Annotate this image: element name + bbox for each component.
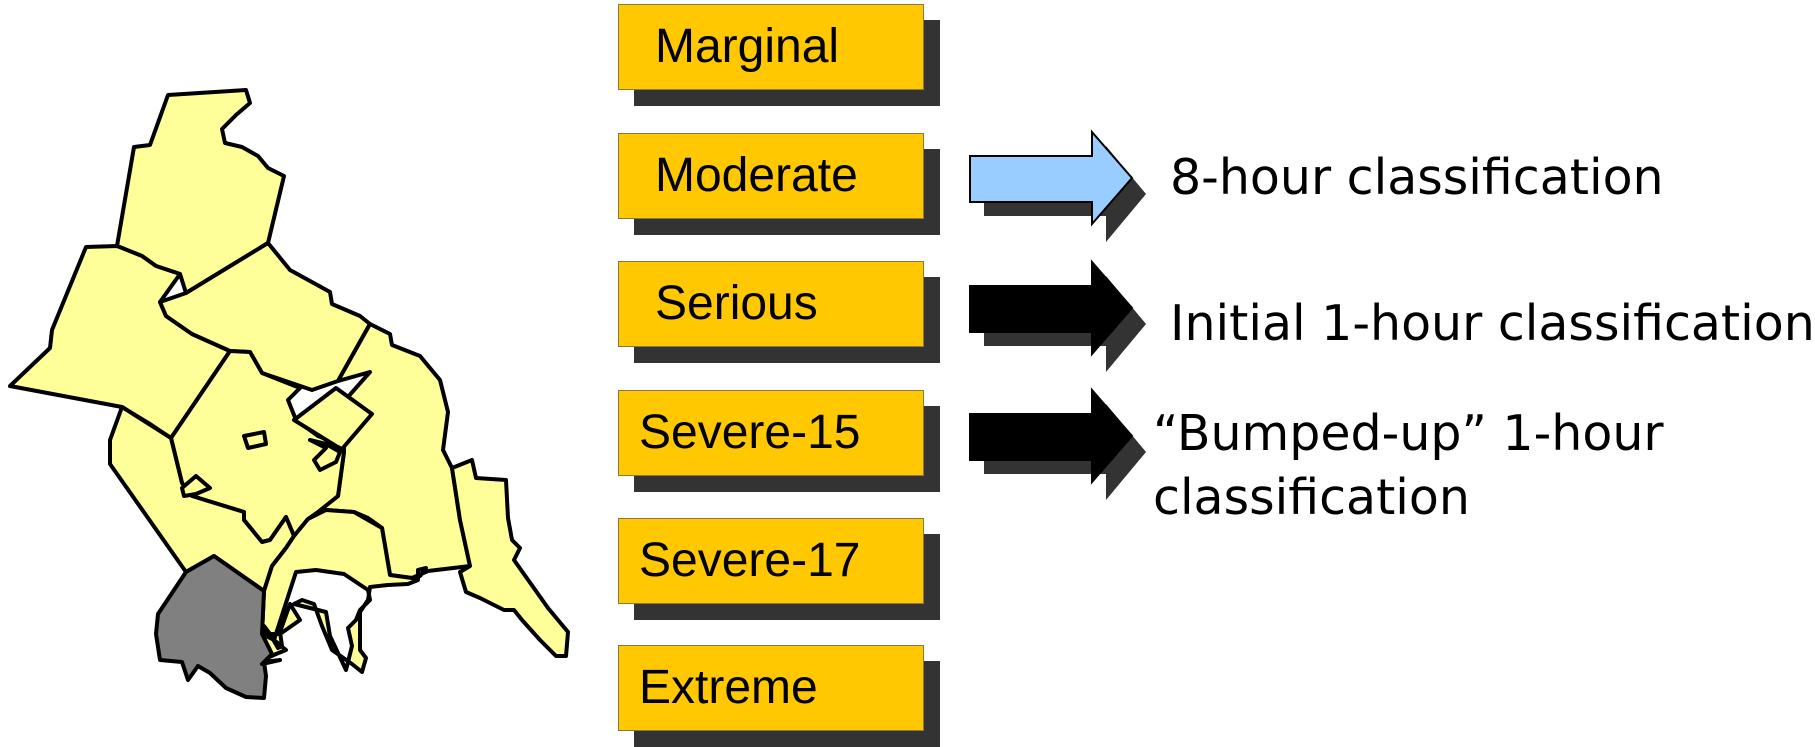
box-label: Marginal (618, 4, 924, 90)
box-label: Severe-15 (618, 390, 924, 476)
arrow-body (969, 129, 1134, 227)
arrow-right-icon-initial (969, 259, 1146, 372)
arrow-right-icon-8hour (969, 129, 1146, 242)
county-enclave-3 (180, 474, 212, 498)
arrow-right-icon-bumped (969, 387, 1146, 500)
county-enclave-4 (308, 438, 342, 472)
classification-marginal: Marginal (618, 4, 940, 106)
label-8hour: 8-hour classification (1170, 149, 1664, 206)
box-label: Severe-17 (618, 518, 924, 604)
county-south-central (252, 508, 428, 674)
label-bumped-up-line1: “Bumped-up” 1-hour (1153, 405, 1664, 462)
arrow-body (969, 387, 1134, 485)
box-label: Extreme (618, 645, 924, 731)
county-map (8, 88, 570, 700)
label-bumped-up-line2: classification (1153, 469, 1470, 526)
classification-moderate: Moderate (618, 133, 940, 235)
box-label: Serious (618, 261, 924, 347)
county-southeast (450, 458, 570, 658)
county-enclave-1 (292, 386, 374, 451)
classification-severe-17: Severe-17 (618, 518, 940, 620)
arrow-body (969, 259, 1134, 357)
classification-extreme: Extreme (618, 645, 940, 747)
label-initial-1hour: Initial 1-hour classification (1170, 295, 1815, 352)
box-label: Moderate (618, 133, 924, 219)
county-enclave-2 (242, 430, 268, 450)
classification-severe-15: Severe-15 (618, 390, 940, 492)
county-highlighted (154, 554, 282, 700)
classification-serious: Serious (618, 261, 940, 363)
